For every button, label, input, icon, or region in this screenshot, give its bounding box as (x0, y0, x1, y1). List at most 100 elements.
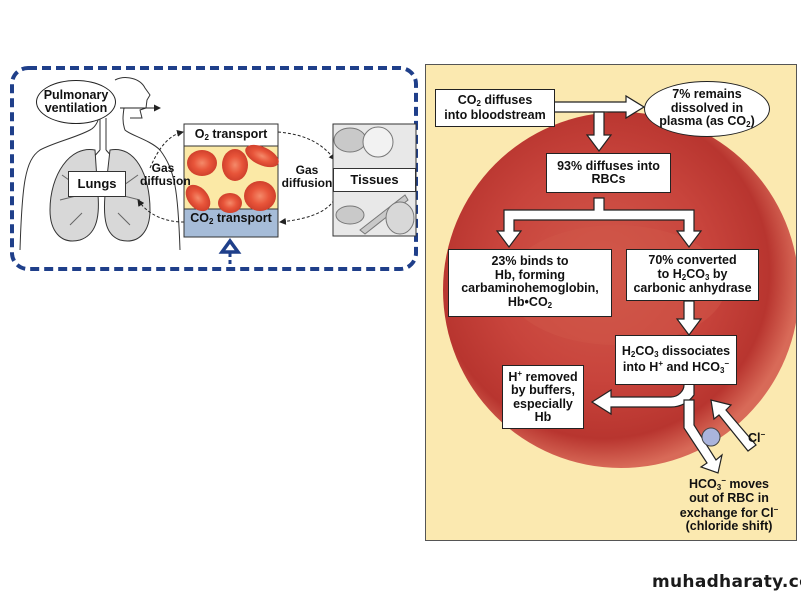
t: CO (457, 92, 477, 107)
t: removed (522, 369, 578, 384)
t: diffuses (480, 92, 533, 107)
co2-suffix: transport (213, 211, 272, 225)
remains-line1: 7% remains (672, 87, 742, 102)
gas-diffusion-right-label: Gas diffusion (280, 164, 334, 189)
gas-text: Gas (295, 163, 319, 177)
rbcs-line1: 93% diffuses into (557, 158, 660, 173)
t: + (517, 368, 523, 378)
tissue-cells (333, 126, 415, 235)
t: by (709, 266, 728, 281)
t: Hb•CO (507, 294, 548, 309)
t: − (724, 358, 730, 368)
diffuses-into-rbcs-box: 93% diffuses into RBCs (546, 153, 671, 193)
h-removed-line3: especially (513, 396, 573, 411)
watermark: muhadharaty.com (652, 572, 801, 592)
t: − (721, 476, 726, 485)
t: H (621, 343, 631, 358)
h-removed-line4: Hb (534, 410, 552, 424)
dissociates-line1: H2CO3 dissociates (621, 343, 731, 360)
t: 2 (746, 120, 751, 130)
t: CO (635, 343, 655, 358)
h-removed-line1: H+ removed (508, 368, 578, 385)
t: into H (622, 359, 659, 374)
h-removed-box: H+ removed by buffers, especially Hb (502, 365, 584, 429)
t: Cl (748, 431, 761, 445)
converted-line2: to H2CO3 by (657, 266, 728, 283)
t: 2 (681, 272, 687, 282)
co2-prefix: CO (190, 211, 209, 225)
o2-sub: 2 (204, 133, 209, 142)
t: to H (657, 266, 682, 281)
t: dissociates (658, 343, 731, 358)
arrow-split (495, 197, 703, 248)
t: 2 (630, 349, 636, 359)
dissociates-line2: into H+ and HCO3− (622, 358, 730, 376)
rbcs-line2: RBCs (591, 172, 626, 186)
hco3-line3: exchange for Cl− (664, 504, 794, 520)
chloride-label: Cl− (748, 430, 766, 445)
hco3-moves-label: HCO3− moves out of RBC in exchange for C… (664, 476, 794, 533)
arrow-to-rbcs (585, 111, 613, 152)
gas-diffusion-left-label: Gas diffusion (140, 161, 191, 188)
co2-transport-label: CO2 transport (184, 211, 278, 226)
red-blood-cells (185, 144, 279, 213)
t: 2 (547, 300, 553, 310)
o2-suffix: transport (208, 127, 268, 141)
lungs-label: Lungs (68, 171, 126, 197)
t: 3 (705, 272, 710, 282)
co2-transport-panel: CO2 diffuses into bloodstream 7% remains… (425, 64, 797, 541)
t: ) (750, 114, 755, 129)
binds-line1: 23% binds to (491, 254, 569, 269)
o2-transport-label: O2 transport (184, 127, 278, 142)
t: and HCO (663, 359, 720, 374)
arrow-hco3-out (683, 399, 723, 474)
hco3-line2: out of RBC in (689, 491, 769, 506)
t: plasma (as CO (659, 114, 747, 129)
binds-line4: Hb•CO2 (507, 294, 553, 311)
left-diagram-graphics (10, 66, 418, 271)
t: H (508, 369, 518, 384)
binds-hb-box: 23% binds to Hb, forming carbaminohemogl… (448, 249, 612, 317)
converted-line3: carbonic anhydrase (633, 281, 752, 296)
t: 2 (476, 98, 481, 108)
t: − (760, 430, 766, 439)
t: HCO (689, 477, 717, 491)
t: CO (686, 266, 705, 281)
co2-sub: 2 (208, 217, 214, 226)
o2-prefix: O (194, 127, 205, 141)
pulmonary-label-line1: Pulmonary (43, 87, 109, 102)
co2-diffuses-box: CO2 diffuses into bloodstream (435, 89, 555, 127)
binds-line3: carbaminohemoglobin, (461, 281, 599, 296)
t: − (773, 504, 779, 514)
remains-line3: plasma (as CO2) (659, 114, 755, 130)
converted-box: 70% converted to H2CO3 by carbonic anhyd… (626, 249, 759, 301)
arrow-cl-in (710, 399, 757, 452)
lungs-text: Lungs (77, 176, 117, 192)
gas-text: Gas (151, 161, 175, 175)
remains-dissolved-ellipse: 7% remains dissolved in plasma (as CO2) (644, 81, 770, 137)
transporter-protein (701, 427, 721, 447)
h-removed-line2: by buffers, (511, 383, 575, 397)
hco3-line1: HCO3− moves (664, 476, 794, 492)
co2-transport-band (183, 208, 279, 238)
t: + (658, 358, 663, 368)
dissociates-box: H2CO3 dissociates into H+ and HCO3− (615, 335, 737, 385)
co2-diffuses-line2: into bloodstream (444, 107, 546, 122)
pulmonary-ventilation-ellipse: Pulmonary ventilation (36, 80, 116, 124)
hco3-line4: (chloride shift) (685, 518, 773, 533)
remains-line2: dissolved in (670, 100, 744, 115)
t: 3 (719, 365, 725, 375)
converted-line1: 70% converted (648, 253, 737, 268)
t: 3 (716, 483, 722, 492)
t: exchange for Cl (679, 505, 774, 520)
t: 3 (654, 349, 659, 359)
arrow-to-plasma (553, 94, 646, 120)
pulmonary-label-line2: ventilation (44, 101, 108, 115)
t: moves (725, 477, 769, 491)
tissues-label: Tissues (333, 168, 416, 192)
binds-line2: Hb, forming (494, 267, 566, 282)
co2-diffuses-line1: CO2 diffuses (457, 92, 533, 109)
flow-arrows (495, 94, 757, 474)
diffusion-text: diffusion (140, 173, 191, 188)
diffusion-text: diffusion (281, 175, 333, 190)
